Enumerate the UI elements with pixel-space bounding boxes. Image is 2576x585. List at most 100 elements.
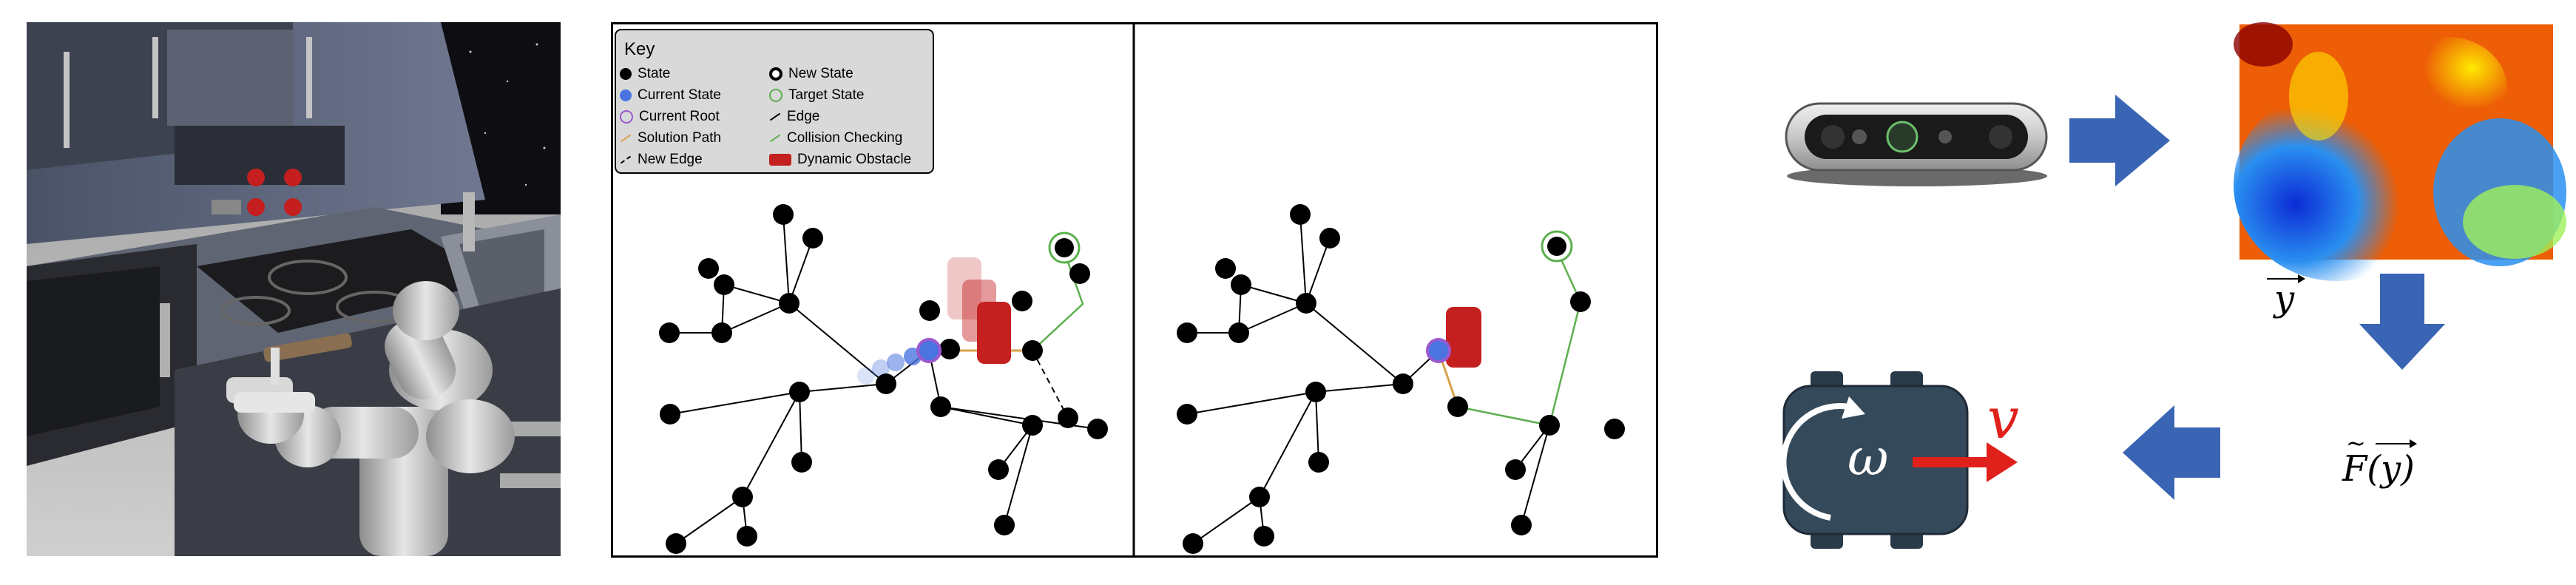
tree-edge [1305,302,1404,385]
state-node [1177,322,1197,343]
svg-text:ω: ω [1848,429,1888,487]
tree-edge [1192,496,1260,544]
state-node [1012,291,1032,311]
state-node [779,293,799,314]
tree-edge [1315,383,1404,393]
tree-edge [1305,237,1331,304]
state-node [1177,404,1197,425]
state-node [732,487,753,507]
tree-edge [1186,391,1316,415]
kitchen-scene-image [27,22,561,556]
state-node [773,204,794,225]
state-node [802,228,823,248]
tree-edge [1315,391,1319,463]
state-node [789,382,810,402]
state-node [994,515,1015,535]
tree-edge [721,302,790,334]
dynamic-obstacle [1446,307,1481,368]
state-node [939,339,960,359]
state-node [988,459,1009,480]
perception-control-pipeline: y F(y) ~ ω v [1701,0,2576,581]
dynamic-obstacle [947,257,981,319]
state-node [1505,459,1526,480]
tree-edge [940,406,1033,426]
state-node [1022,415,1043,436]
current-root-node [916,338,942,363]
state-node [1215,258,1236,279]
arrow-down-icon [2359,274,2445,370]
target-state-node [1055,238,1074,257]
state-node [1058,408,1078,428]
tree-edge [1238,302,1307,334]
tree-edge [788,302,887,385]
tree-edge [799,391,802,463]
tree-edge [1240,284,1307,304]
svg-text:v: v [1987,385,2019,451]
state-node [1290,204,1311,225]
key-legend-box [615,29,934,174]
state-node [1308,452,1329,473]
state-node [1069,263,1090,284]
svg-text:F(y): F(y) [2342,448,2415,490]
svg-text:y: y [2273,278,2295,319]
tree-edge [723,284,790,304]
state-node [1228,322,1249,343]
function-label: F(y) ~ [2342,429,2417,490]
depth-camera-icon [1785,102,2048,186]
state-node [711,322,732,343]
state-node [1305,382,1326,402]
rrt-left-panel [659,204,1108,554]
arrow-right-icon [2069,95,2170,186]
state-node [1087,419,1108,439]
tree-edge [1259,391,1316,498]
tree-edge [742,391,800,498]
robot-icon: ω v [1780,371,2019,549]
tree-edge [1004,425,1033,526]
state-node [1249,487,1270,507]
tree-edge [669,391,800,415]
y-vector-label: y [2267,274,2305,319]
state-node [1393,373,1413,394]
state-node [1254,526,1274,547]
tree-edge [675,496,743,544]
current-state-trail [887,354,905,371]
tree-edge [1521,425,1550,526]
rrt-diagram-svg: Key [611,22,1658,558]
tree-edge [782,214,790,304]
state-node [791,452,812,473]
current-state-trail [872,359,890,377]
state-node [1604,419,1625,439]
state-node [1539,415,1560,436]
state-node [660,404,680,425]
tree-edge [788,237,814,304]
target-state-node [1547,237,1566,256]
state-node [876,373,896,394]
state-node [659,322,680,343]
state-node [1231,274,1251,295]
state-node [1296,293,1316,314]
state-node [737,526,757,547]
new-edge [1032,350,1069,419]
rrt-right-panel [1177,204,1625,554]
state-node [930,396,951,417]
tree-edge [1299,214,1307,304]
state-node [1183,533,1203,554]
arrow-left-icon [2123,405,2220,500]
tree-edge [799,383,887,393]
state-node [714,274,734,295]
state-node [1319,228,1340,248]
rrt-diagram: Key [611,22,1658,558]
state-node [666,533,686,554]
svg-text:~: ~ [2346,429,2366,457]
current-root-node [1426,338,1451,363]
state-node [1511,515,1532,535]
depth-heatmap-image [2234,22,2566,281]
state-node [698,258,719,279]
current-state-trail [857,367,875,385]
state-node [919,300,940,321]
key-legend: Key [615,29,934,174]
state-node [1022,340,1043,361]
state-node [1447,396,1468,417]
state-node [1570,291,1591,312]
key-title: Key [624,39,655,59]
